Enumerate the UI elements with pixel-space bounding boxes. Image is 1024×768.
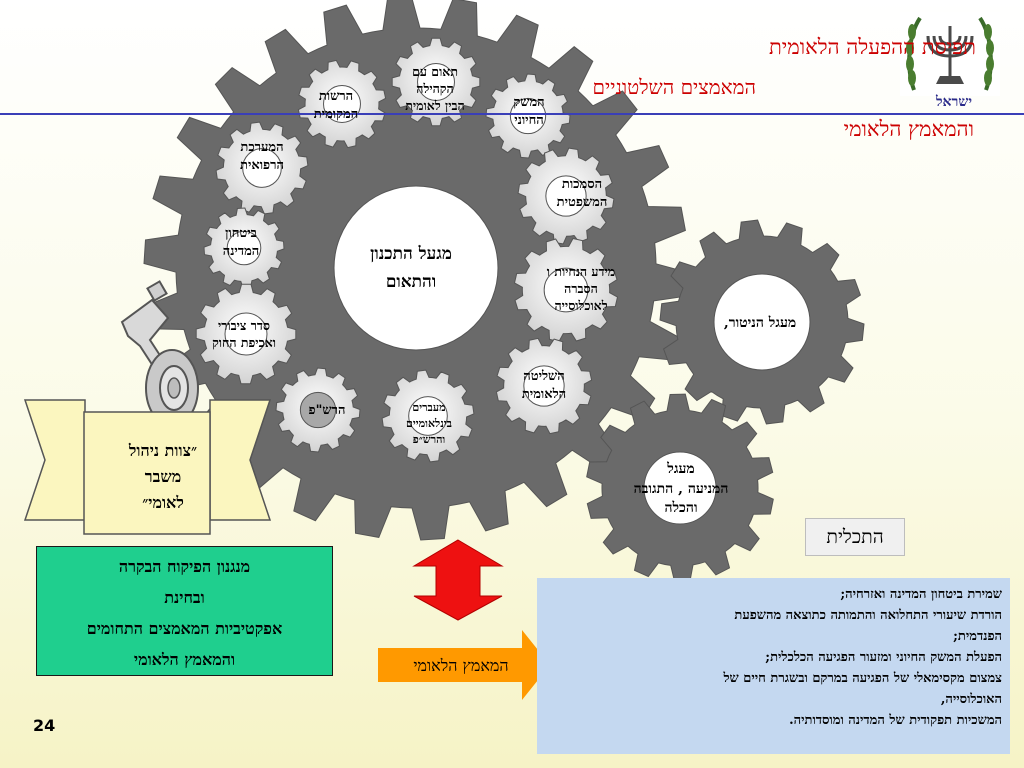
gear-label-legal-authority: הסמכות המשפטית (556, 177, 608, 210)
logo-text: ישראל (936, 94, 972, 110)
header-rule (0, 113, 1024, 115)
gear-label-state-security: ביטחון המדינה (222, 226, 260, 259)
prevention-gear (586, 393, 774, 583)
small-gears (195, 37, 619, 463)
monitoring-gear (659, 219, 865, 425)
gear-label-public-order: סדר ציבורי ואכיפת החוק (212, 318, 276, 350)
emblem-logo (900, 12, 1000, 96)
small-gear-intl-crossings (381, 369, 475, 463)
control-line-3: אפקטיביות המאמצים התחומים (86, 619, 283, 638)
goal-line-1: שמירת ביטחון המדינה ואזרחיה; (840, 587, 1002, 602)
goals-box: שמירת ביטחון המדינה ואזרחיה; הורדת שיעור… (537, 578, 1010, 754)
control-line-1: מנגנון הפיקוח הבקרה (118, 557, 251, 576)
orange-arrow (378, 630, 550, 700)
goal-line-5: צמצום מקסימאלי של הפגיעה במרקם ובשגרת חי… (723, 671, 1002, 686)
small-gear-coord-intl (391, 37, 481, 127)
goal-line-2: הורדת שיעורי התחלואה והתמותה כתוצאה מהשפ… (734, 608, 1002, 623)
small-gear-state-security (203, 207, 285, 289)
goal-line-4: הפעלת המשק החיוני ומזעור הפגיעה הכלכלית; (765, 650, 1002, 665)
gear-label-vital-economy: המשק החיוני (513, 95, 545, 128)
prevention-gear-label: מעגל המניעה , התגובה והכלה (633, 461, 729, 517)
crisis-team-label: ״צוות ניהול משבר לאומי״ (128, 441, 198, 512)
small-gear-public-order (195, 283, 297, 385)
control-line-4: והמאמץ הלאומי (133, 650, 236, 669)
small-gear-medical-system (215, 121, 309, 215)
title-line-2: המאמצים השלטוניים (592, 75, 756, 99)
gear-label-medical-system: המערכת הרפואית (240, 140, 284, 173)
goal-label: התכלית (805, 518, 905, 556)
gear-label-rashap: הרש"פ (308, 403, 346, 418)
slide-number: 24 (33, 716, 56, 735)
goal-line-7: המשכיות תפקודית של המדינה ומוסדותיה. (789, 713, 1002, 728)
title-line-3: והמאמץ הלאומי (843, 117, 974, 141)
title-line-1: תפיסת ההפעלה הלאומית (768, 35, 976, 59)
gear-label-info-guidance: מידע הנחיות ו הסברה לאוכלוסייה (546, 264, 616, 313)
small-gear-info-guidance (513, 237, 619, 343)
gear-label-intl-crossings: מעברים בינלאומיים והרש״פ (406, 401, 452, 446)
center-gear-label: מגעל התכנון והתאום (370, 244, 452, 292)
double-arrow-icon (412, 539, 504, 621)
national-effort-label: המאמץ הלאומי (413, 656, 509, 675)
side-gears (586, 219, 865, 583)
goal-line-3: הפנדמית; (953, 629, 1002, 644)
control-line-2: ובחינת (164, 588, 205, 607)
small-gear-vital-economy (485, 73, 571, 159)
gear-label-local-auth: הרשות המקומית (313, 89, 359, 122)
gear-label-national-control: השליטה הלאומית (521, 369, 567, 402)
control-mechanism-box: מנגנון הפיקוח הבקרה ובחינת אפקטיביות המא… (36, 546, 333, 676)
small-gear-national-control (495, 337, 593, 435)
gear-label-coord-intl: תאום עם הקהילה הבין לאומית (405, 64, 465, 113)
monitoring-gear-label: מעגל הניטור, (723, 315, 797, 331)
small-gear-rashap (275, 367, 361, 453)
small-gear-legal-authority (517, 147, 615, 245)
goal-line-6: האוכלוסייה, (940, 692, 1002, 707)
crisis-team-scroll (23, 399, 272, 535)
